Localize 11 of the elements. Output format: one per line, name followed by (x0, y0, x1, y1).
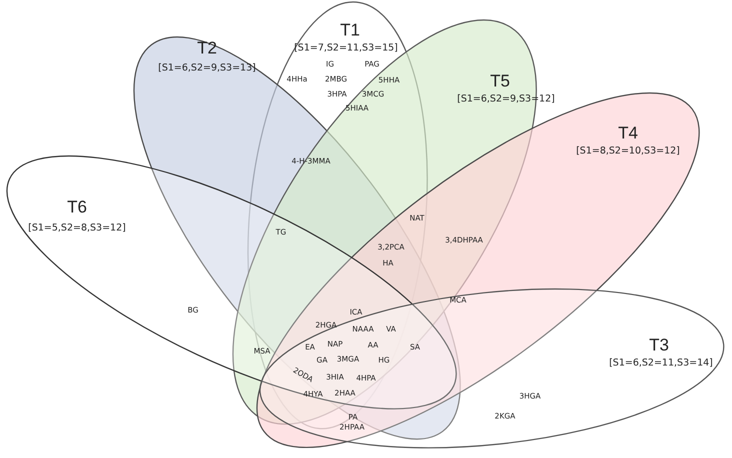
set-counts: [S1=8,S2=10,S3=12] (576, 146, 680, 156)
set-title: T5 (490, 72, 510, 90)
set-counts: [S1=5,S2=8,S3=12] (28, 223, 126, 233)
set-title: T4 (618, 124, 638, 142)
set-counts: [S1=6,S2=9,S3=13] (158, 63, 256, 73)
set-title: T2 (197, 39, 217, 56)
set-title: T6 (67, 198, 87, 216)
set-counts: [S1=7,S2=11,S3=15] (294, 43, 398, 53)
set-title: T1 (340, 21, 360, 38)
set-title: T3 (649, 336, 669, 354)
set-counts: [S1=6,S2=11,S3=14] (609, 358, 713, 368)
